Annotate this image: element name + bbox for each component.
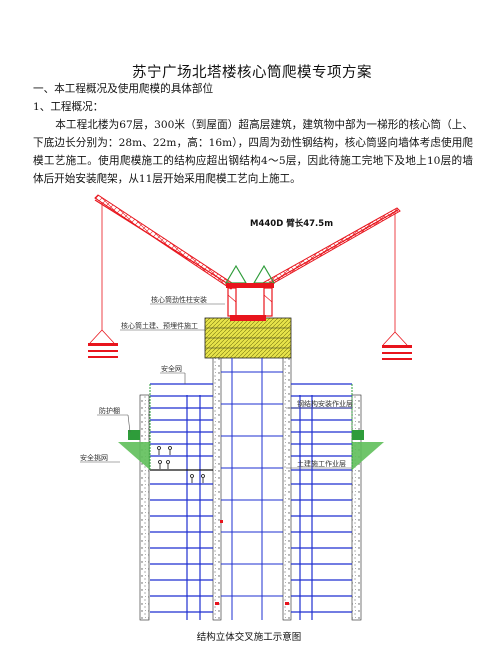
document-title: 苏宁广场北塔楼核心筒爬模专项方案 [132, 65, 372, 81]
label-safety-net: 安全网 [161, 364, 182, 373]
label-leaders [80, 303, 352, 469]
label-civil-embed: 核心筒土建、预埋件施工 [121, 321, 198, 330]
label-safety-flat-net: 安全挑网 [80, 453, 108, 462]
tower-crane [88, 194, 412, 360]
project-overview-paragraph: 本工程北楼为67层，300米（到屋面）超高层建筑，建筑物中部为一梯形的核心筒（上… [33, 119, 473, 185]
guard-shed-right [352, 430, 384, 470]
label-steel-work-layer: 钢结构安装作业层 [297, 399, 353, 408]
subsection-heading: 1、工程概况： [33, 101, 104, 113]
core-floors [221, 371, 283, 597]
workers [157, 446, 205, 483]
label-civil-work-layer: 土建施工作业层 [297, 459, 346, 468]
steel-frame-right [299, 394, 362, 621]
shaft-markers [215, 520, 289, 605]
guard-shed-left [118, 430, 150, 470]
diagram-caption: 结构立体交叉施工示意图 [197, 631, 302, 643]
climbing-formwork [204, 315, 292, 359]
core-tube-shaft [212, 357, 292, 621]
left-hook-block [88, 329, 118, 358]
label-steel-column: 核心筒劲性柱安装 [151, 295, 207, 304]
label-guard-shed: 防护棚 [99, 406, 120, 415]
section-heading: 一、本工程概况及使用爬模的具体部位 [33, 83, 214, 95]
steel-frame-left [139, 394, 201, 621]
crane-model-label: M440D 臂长47.5m [250, 218, 333, 229]
floor-slabs [150, 383, 352, 613]
right-hook-block [382, 331, 412, 360]
